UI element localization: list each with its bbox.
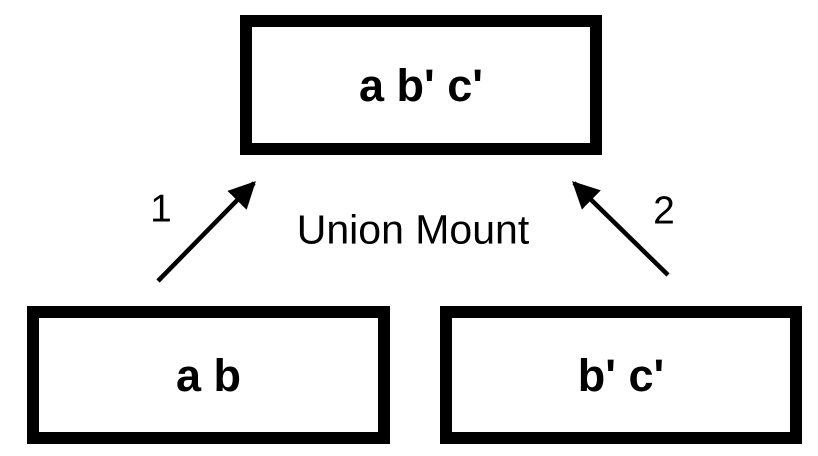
node-union-result: a b' c' <box>240 15 602 155</box>
node-branch-bc: b' c' <box>440 306 802 444</box>
node-branch-bc-label: b' c' <box>577 349 665 401</box>
node-union-result-label: a b' c' <box>359 59 483 111</box>
arrow-1 <box>156 181 256 283</box>
edge-1-label: 1 <box>150 187 172 231</box>
node-branch-ab: a b <box>27 306 390 444</box>
edge-2-label: 2 <box>653 189 675 233</box>
union-mount-caption: Union Mount <box>296 206 530 253</box>
node-branch-ab-label: a b <box>175 349 242 401</box>
arrow-2 <box>572 181 670 277</box>
